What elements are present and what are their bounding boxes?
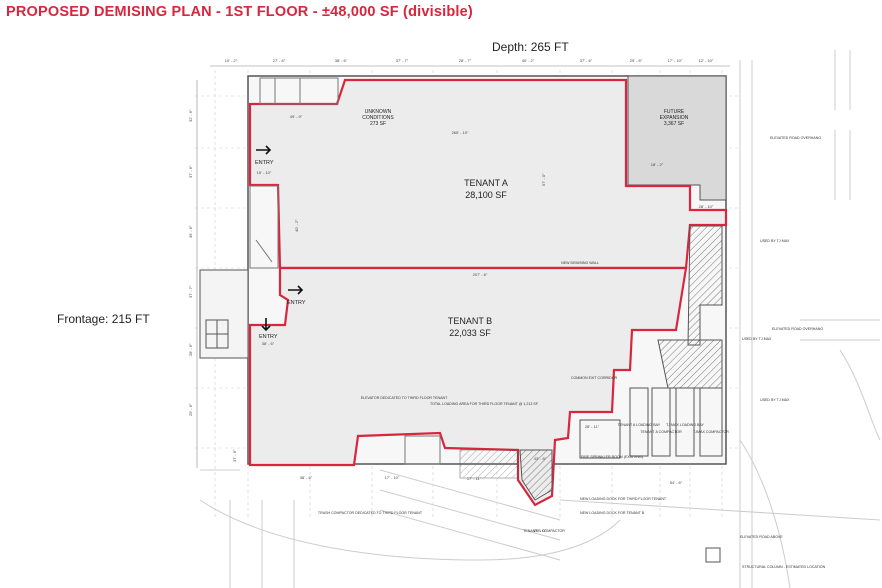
svg-text:15' - 10": 15' - 10" <box>257 170 272 175</box>
tenant-b-area <box>248 266 688 507</box>
entry-marker: ENTRY <box>259 318 278 340</box>
svg-text:17' - 10": 17' - 10" <box>668 58 683 63</box>
tenant-a-name: TENANT A <box>464 178 508 188</box>
svg-text:38' - 6": 38' - 6" <box>300 475 313 480</box>
annotation-exit-corridor: COMMON EXIT CORRIDOR <box>571 376 618 380</box>
annotation-tjmax-bay: TJ MAX LOADING BAY <box>666 423 704 427</box>
svg-text:40' - 2": 40' - 2" <box>522 58 535 63</box>
svg-text:207' - 6": 207' - 6" <box>473 272 488 277</box>
entry-label: ENTRY <box>259 334 278 340</box>
svg-text:25' - 0": 25' - 0" <box>534 528 547 533</box>
site-context <box>199 50 881 588</box>
annotation-tenant-b-compactor: TENANT B COMPACTOR <box>523 529 565 533</box>
svg-text:37' - 6": 37' - 6" <box>580 58 593 63</box>
svg-text:36' - 6": 36' - 6" <box>188 225 193 238</box>
annotations: NEW DEMISING WALL ELEVATOR DEDICATED TO … <box>318 136 826 569</box>
svg-text:40' - 2": 40' - 2" <box>294 219 299 232</box>
annotation-trash-compactor: TRASH COMPACTOR DEDICATED TO THIRD FLOOR… <box>318 511 423 515</box>
inner-dimensions: 49' - 9" 265' - 10" 15' - 10" 40' - 2" 2… <box>257 114 714 533</box>
unknown-conditions-label: CONDITIONS <box>362 115 394 121</box>
svg-text:43' - 6": 43' - 6" <box>534 456 547 461</box>
annotation-tenant-a-compactor: TENANT A COMPACTOR <box>640 430 682 434</box>
tenant-b-name: TENANT B <box>448 316 492 326</box>
hatched-areas <box>459 225 723 501</box>
svg-text:49' - 9": 49' - 9" <box>290 114 303 119</box>
frontage-label: Frontage: 215 FT <box>57 312 150 326</box>
tenant-b-area-label: 22,033 SF <box>449 328 491 338</box>
annotation-dock-third-floor: NEW LOADING DOCK FOR THIRD FLOOR TENANT <box>580 497 667 501</box>
svg-text:28' - 7": 28' - 7" <box>459 58 472 63</box>
svg-text:38' - 6": 38' - 6" <box>262 341 275 346</box>
annotation-tjmax-compactor: TJMAX COMPACTOR <box>693 430 729 434</box>
tenant-a-area <box>248 78 728 270</box>
future-expansion-area-label: 3,367 SF <box>664 121 684 127</box>
svg-text:10' - 2": 10' - 2" <box>225 58 238 63</box>
page-title: PROPOSED DEMISING PLAN - 1ST FLOOR - ±48… <box>6 4 473 20</box>
svg-text:37' - 6": 37' - 6" <box>188 165 193 178</box>
annotation-structural-column: STRUCTURAL COLUMN - ESTIMATED LOCATION <box>742 565 826 569</box>
annotation-sprinkler: FIRE SPRINKLER ROOM (EXISTING) <box>581 455 643 459</box>
svg-text:37' - 7": 37' - 7" <box>396 58 409 63</box>
left-dimensions: 32' - 6" 37' - 6" 36' - 6" 37' - 7" 28' … <box>188 80 237 468</box>
svg-text:57' - 0": 57' - 0" <box>541 173 546 186</box>
unknown-conditions-area: 273 SF <box>370 121 386 127</box>
annotation-used-by-tjmax: USED BY TJ MAX <box>760 398 790 402</box>
annotation-dock-tenant-b: NEW LOADING DOCK FOR TENANT B <box>580 511 645 515</box>
svg-text:17' - 11": 17' - 11" <box>467 476 482 481</box>
entry-marker: ENTRY <box>287 285 306 306</box>
entry-label: ENTRY <box>287 300 306 306</box>
top-dimensions: 10' - 2" 27' - 6" 38' - 6" 37' - 7" 28' … <box>210 58 730 67</box>
loading-bays <box>579 387 723 563</box>
annotation-tenant-a-bay: TENANT A LOADING BAY <box>618 423 661 427</box>
annotation-road-overhang: ELEVATED ROAD OVERHANG <box>772 327 823 331</box>
svg-text:28' - 11": 28' - 11" <box>585 424 600 429</box>
annotation-used-by-tjmax: USED BY TJ MAX <box>760 239 790 243</box>
future-expansion-label: EXPANSION <box>660 115 689 121</box>
depth-label: Depth: 265 FT <box>492 40 569 54</box>
annotation-road-overhang: ELEVATED ROAD OVERHANG <box>770 136 821 140</box>
svg-text:17' - 10": 17' - 10" <box>385 475 400 480</box>
svg-text:29' - 6": 29' - 6" <box>188 403 193 416</box>
unknown-conditions-label: UNKNOWN <box>365 109 392 115</box>
annotation-used-by-tjmax: USED BY TJ MAX <box>742 337 772 341</box>
annotation-elevator: ELEVATOR DEDICATED TO THIRD FLOOR TENANT <box>361 396 448 400</box>
entry-block <box>249 77 441 465</box>
svg-text:12' - 10": 12' - 10" <box>699 58 714 63</box>
svg-text:37' - 7": 37' - 7" <box>188 285 193 298</box>
svg-text:27' - 6": 27' - 6" <box>273 58 286 63</box>
svg-text:265' - 10": 265' - 10" <box>452 130 469 135</box>
svg-text:37' - 6": 37' - 6" <box>232 449 237 462</box>
svg-text:28' - 6": 28' - 6" <box>188 343 193 356</box>
svg-text:32' - 6": 32' - 6" <box>188 109 193 122</box>
tenant-a-area-label: 28,100 SF <box>465 190 507 200</box>
svg-text:38' - 6": 38' - 6" <box>335 58 348 63</box>
svg-text:54' - 6": 54' - 6" <box>670 480 683 485</box>
future-expansion-label: FUTURE <box>664 109 685 115</box>
future-expansion-area <box>627 75 727 201</box>
annotation-demising-wall: NEW DEMISING WALL <box>561 261 599 265</box>
entry-marker: ENTRY <box>255 145 274 166</box>
entry-label: ENTRY <box>255 160 274 166</box>
svg-text:29' - 6": 29' - 6" <box>630 58 643 63</box>
svg-text:28' - 10": 28' - 10" <box>699 204 714 209</box>
annotation-loading-area: TOTAL LOADING AREA FOR THIRD FLOOR TENAN… <box>430 402 539 406</box>
svg-text:18' - 2": 18' - 2" <box>651 162 664 167</box>
annotation-elevated-road: ELEVATED ROAD ABOVE <box>740 535 783 539</box>
